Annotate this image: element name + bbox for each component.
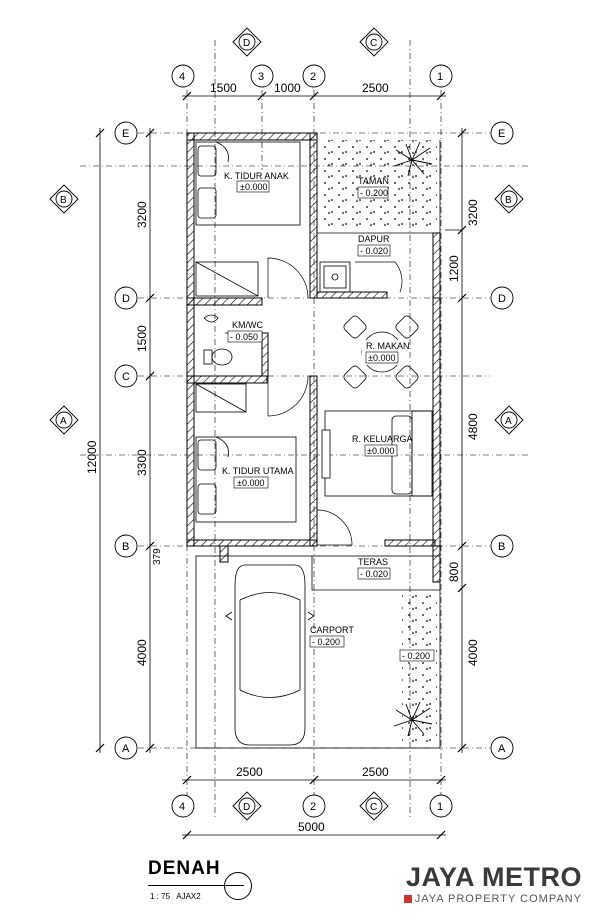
grid-col-label: 2	[310, 71, 316, 83]
dim-left-1: 3200	[135, 201, 149, 228]
dim-bottom-1: 2500	[236, 765, 263, 779]
dimension-ticks	[95, 91, 467, 840]
room-level: - 0.020	[360, 569, 388, 579]
dimension-lines	[99, 95, 463, 836]
dim-right-4: 800	[447, 562, 461, 582]
grid-row-label: B	[498, 541, 505, 553]
dimension-texts: 1500 1000 2500 2500 2500 5000 3200 1500 …	[85, 81, 480, 834]
grid-col-label: 4	[179, 801, 185, 813]
palm-plant-top	[393, 141, 433, 177]
wardrobes	[195, 261, 259, 413]
company-branding: JAYA METRO JAYA PROPERTY COMPANY	[372, 862, 592, 912]
dim-top-1: 1500	[210, 81, 237, 95]
grid-col-label: 2	[310, 801, 316, 813]
drawing-scale: 1 : 75 AJAX2	[150, 892, 201, 901]
room-name: R. MAKAN	[366, 341, 410, 351]
room-labels: K. TIDUR ANAK ±0.000 TAMAN - 0.200 DAPUR…	[222, 171, 435, 662]
dim-left-5: 4000	[135, 639, 149, 666]
dim-bottom-total: 5000	[298, 820, 325, 834]
room-level: ±0.000	[368, 353, 395, 363]
side-garden	[402, 592, 437, 742]
bed-utama	[195, 436, 297, 523]
dim-right-2: 1200	[447, 255, 461, 282]
room-level: - 0.050	[230, 332, 258, 342]
brand-logo-icon	[403, 895, 412, 904]
dim-left-3: 3300	[135, 449, 149, 476]
section-label: B	[505, 195, 512, 206]
room-name: K. TIDUR ANAK	[224, 171, 289, 181]
walls	[186, 132, 441, 583]
room-name: CARPORT	[310, 625, 354, 635]
grid-row-label: B	[122, 541, 129, 553]
palm-plant-bottom	[393, 701, 433, 737]
section-label: C	[370, 802, 377, 813]
room-level: - 0.020	[360, 246, 388, 256]
grid-bubble-labels: 4 3 2 1 4 2 1 E D C B A E D B A	[122, 71, 506, 813]
room-name: KM/WC	[232, 320, 263, 330]
site-boundary	[195, 140, 441, 749]
room-name: TAMAN	[358, 176, 389, 186]
grid-col-label: 1	[437, 801, 443, 813]
room-level: - 0.200	[312, 637, 340, 647]
room-name: R. KELUARGA	[352, 434, 413, 444]
title-underline	[148, 885, 244, 886]
dim-left-total: 12000	[85, 440, 99, 474]
section-labels: D C D C B B A A	[60, 38, 512, 813]
grid-row-label: C	[122, 371, 130, 383]
dim-top-3: 2500	[362, 81, 389, 95]
bed-anak	[195, 141, 301, 226]
dim-top-2: 1000	[274, 81, 301, 95]
room-level: ±0.000	[240, 182, 267, 192]
section-label: A	[60, 416, 67, 427]
grid-row-label: D	[122, 293, 130, 305]
company-subtitle: JAYA PROPERTY COMPANY	[403, 893, 582, 905]
grid-col-label: 1	[437, 71, 443, 83]
grid-row-label: E	[122, 128, 129, 140]
room-level: ±0.000	[367, 446, 394, 456]
grid-row-label: A	[498, 743, 506, 755]
section-label: C	[370, 38, 377, 49]
grid-row-label: E	[498, 128, 505, 140]
room-level: ±0.000	[237, 478, 264, 488]
grid-bubbles	[114, 64, 514, 818]
car	[225, 564, 315, 746]
drawing-code: AJAX2	[176, 892, 201, 901]
dim-left-4: 379	[152, 548, 163, 565]
dim-right-5: 4000	[466, 639, 480, 666]
scale-value: 1 : 75	[150, 892, 171, 901]
dim-bottom-2: 2500	[362, 765, 389, 779]
garden-area	[320, 140, 437, 230]
grid-row-label: D	[498, 293, 506, 305]
section-label: D	[243, 38, 250, 49]
title-circle-icon	[224, 872, 252, 900]
room-level: - 0.200	[360, 188, 388, 198]
kitchen-counter	[319, 261, 351, 293]
room-name: TERAS	[358, 557, 388, 567]
room-name: DAPUR	[358, 234, 390, 244]
section-label: B	[60, 195, 67, 206]
dim-right-1: 3200	[466, 199, 480, 226]
drawing-title-block: DENAH 1 : 75 AJAX2	[148, 858, 288, 918]
dim-right-3: 4800	[466, 413, 480, 440]
company-subtitle-text: JAYA PROPERTY COMPANY	[414, 893, 582, 905]
doors	[267, 257, 403, 546]
section-label: D	[243, 802, 250, 813]
grid-row-label: A	[122, 743, 130, 755]
room-name: K. TIDUR UTAMA	[222, 466, 294, 476]
section-markers	[49, 27, 524, 821]
room-level: - 0.200	[402, 651, 430, 661]
drawing-title: DENAH	[148, 858, 221, 879]
grid-col-label: 4	[179, 71, 185, 83]
grid-col-label: 3	[258, 71, 264, 83]
dim-left-2: 1500	[135, 325, 149, 352]
section-label: A	[505, 416, 512, 427]
company-name: JAYA METRO	[405, 862, 582, 892]
